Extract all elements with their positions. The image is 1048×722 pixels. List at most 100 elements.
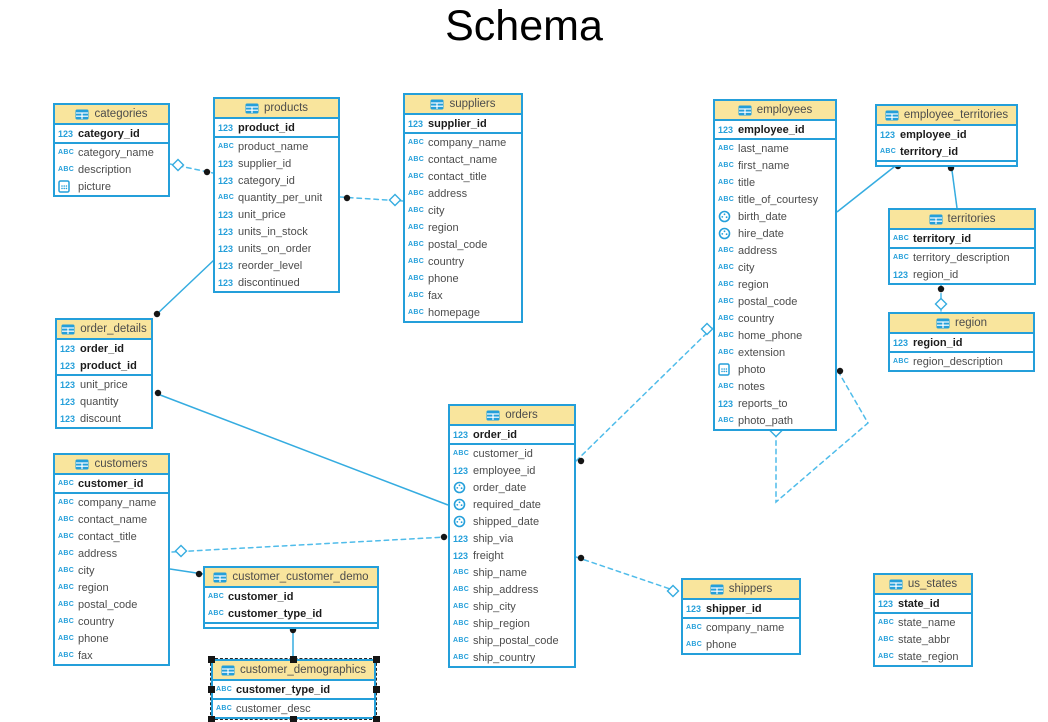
- column-employees-birth_date[interactable]: birth_date: [715, 208, 835, 225]
- column-orders-order_date[interactable]: order_date: [450, 479, 574, 496]
- column-orders-shipped_date[interactable]: shipped_date: [450, 513, 574, 530]
- relationship-order_details-orders[interactable]: [154, 389, 449, 506]
- relationship-territories-region[interactable]: [934, 284, 948, 312]
- relationship-orders-shippers[interactable]: [575, 554, 680, 598]
- table-header-categories[interactable]: categories: [55, 105, 168, 125]
- selection-handle[interactable]: [207, 655, 215, 663]
- table-header-shippers[interactable]: shippers: [683, 580, 799, 600]
- relationship-categories-products[interactable]: [169, 158, 214, 176]
- table-header-customer_customer_demo[interactable]: customer_customer_demo: [205, 568, 377, 588]
- table-header-territories[interactable]: territories: [890, 210, 1034, 230]
- table-header-us_states[interactable]: us_states: [875, 575, 971, 595]
- selection-handle[interactable]: [290, 715, 297, 722]
- relationship-products-order_details[interactable]: [153, 259, 215, 318]
- selection-handle[interactable]: [372, 685, 380, 693]
- table-header-products[interactable]: products: [215, 99, 338, 119]
- table-header-customers[interactable]: customers: [55, 455, 168, 475]
- selection-handle[interactable]: [372, 655, 380, 663]
- selection-handle[interactable]: [207, 715, 215, 722]
- column-orders-required_date[interactable]: required_date: [450, 496, 574, 513]
- relationship-customers-orders[interactable]: [171, 533, 448, 558]
- table-header-customer_demographics[interactable]: customer_demographics: [213, 661, 374, 681]
- table-header-orders[interactable]: orders: [450, 406, 574, 426]
- relationship-orders-employees[interactable]: [575, 322, 714, 465]
- selection-handle[interactable]: [290, 655, 297, 663]
